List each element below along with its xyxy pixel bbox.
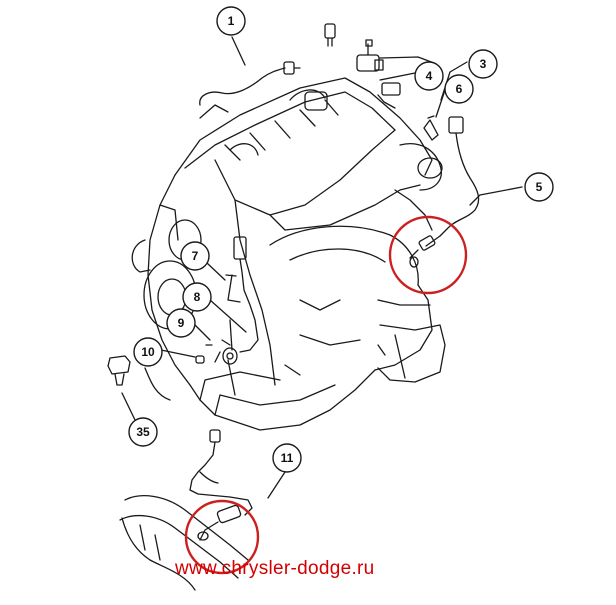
callout-circle-3 — [468, 49, 498, 79]
engine-block — [131, 77, 446, 431]
component-11-oxygen-sensor — [189, 429, 253, 541]
components-7-10 — [195, 236, 259, 365]
callout-label-10: 10 — [141, 345, 155, 359]
highlight-circles — [184, 215, 468, 575]
component-1-harness — [199, 61, 301, 106]
leader-lines — [121, 36, 523, 499]
callout-label-9: 9 — [178, 316, 185, 330]
watermark-url: www.chrysler-dodge.ru — [175, 558, 375, 579]
callout-circle-35 — [128, 417, 158, 447]
component-6 — [423, 115, 439, 141]
callout-label-11: 11 — [281, 451, 294, 465]
callout-circles — [128, 6, 554, 473]
callout-label-4: 4 — [426, 69, 433, 83]
callout-circle-5 — [524, 172, 554, 202]
callout-circle-8 — [182, 282, 212, 312]
callout-label-8: 8 — [194, 290, 201, 304]
top-connector — [324, 23, 336, 47]
highlight-circle-upper-oxygen-sensor — [388, 215, 468, 295]
callout-label-35: 35 — [136, 425, 150, 439]
callout-circle-11 — [272, 443, 302, 473]
callout-label-5: 5 — [536, 180, 543, 194]
callout-circle-7 — [180, 241, 210, 271]
highlight-circle-lower-oxygen-sensor — [184, 499, 260, 575]
callout-circle-9 — [166, 308, 196, 338]
callout-circle-6 — [444, 74, 474, 104]
callout-label-7: 7 — [192, 249, 199, 263]
callout-label-3: 3 — [480, 57, 487, 71]
component-3-4-sensors — [356, 39, 401, 109]
callout-circle-10 — [133, 337, 163, 367]
callout-circle-4 — [414, 61, 444, 91]
callout-label-6: 6 — [456, 82, 463, 96]
callout-labels: 1 3 4 5 6 7 8 9 10 11 35 — [136, 14, 542, 465]
callout-circle-1 — [216, 6, 246, 36]
component-35 — [107, 355, 171, 401]
exhaust-pipe — [119, 495, 249, 591]
callout-label-1: 1 — [228, 14, 235, 28]
